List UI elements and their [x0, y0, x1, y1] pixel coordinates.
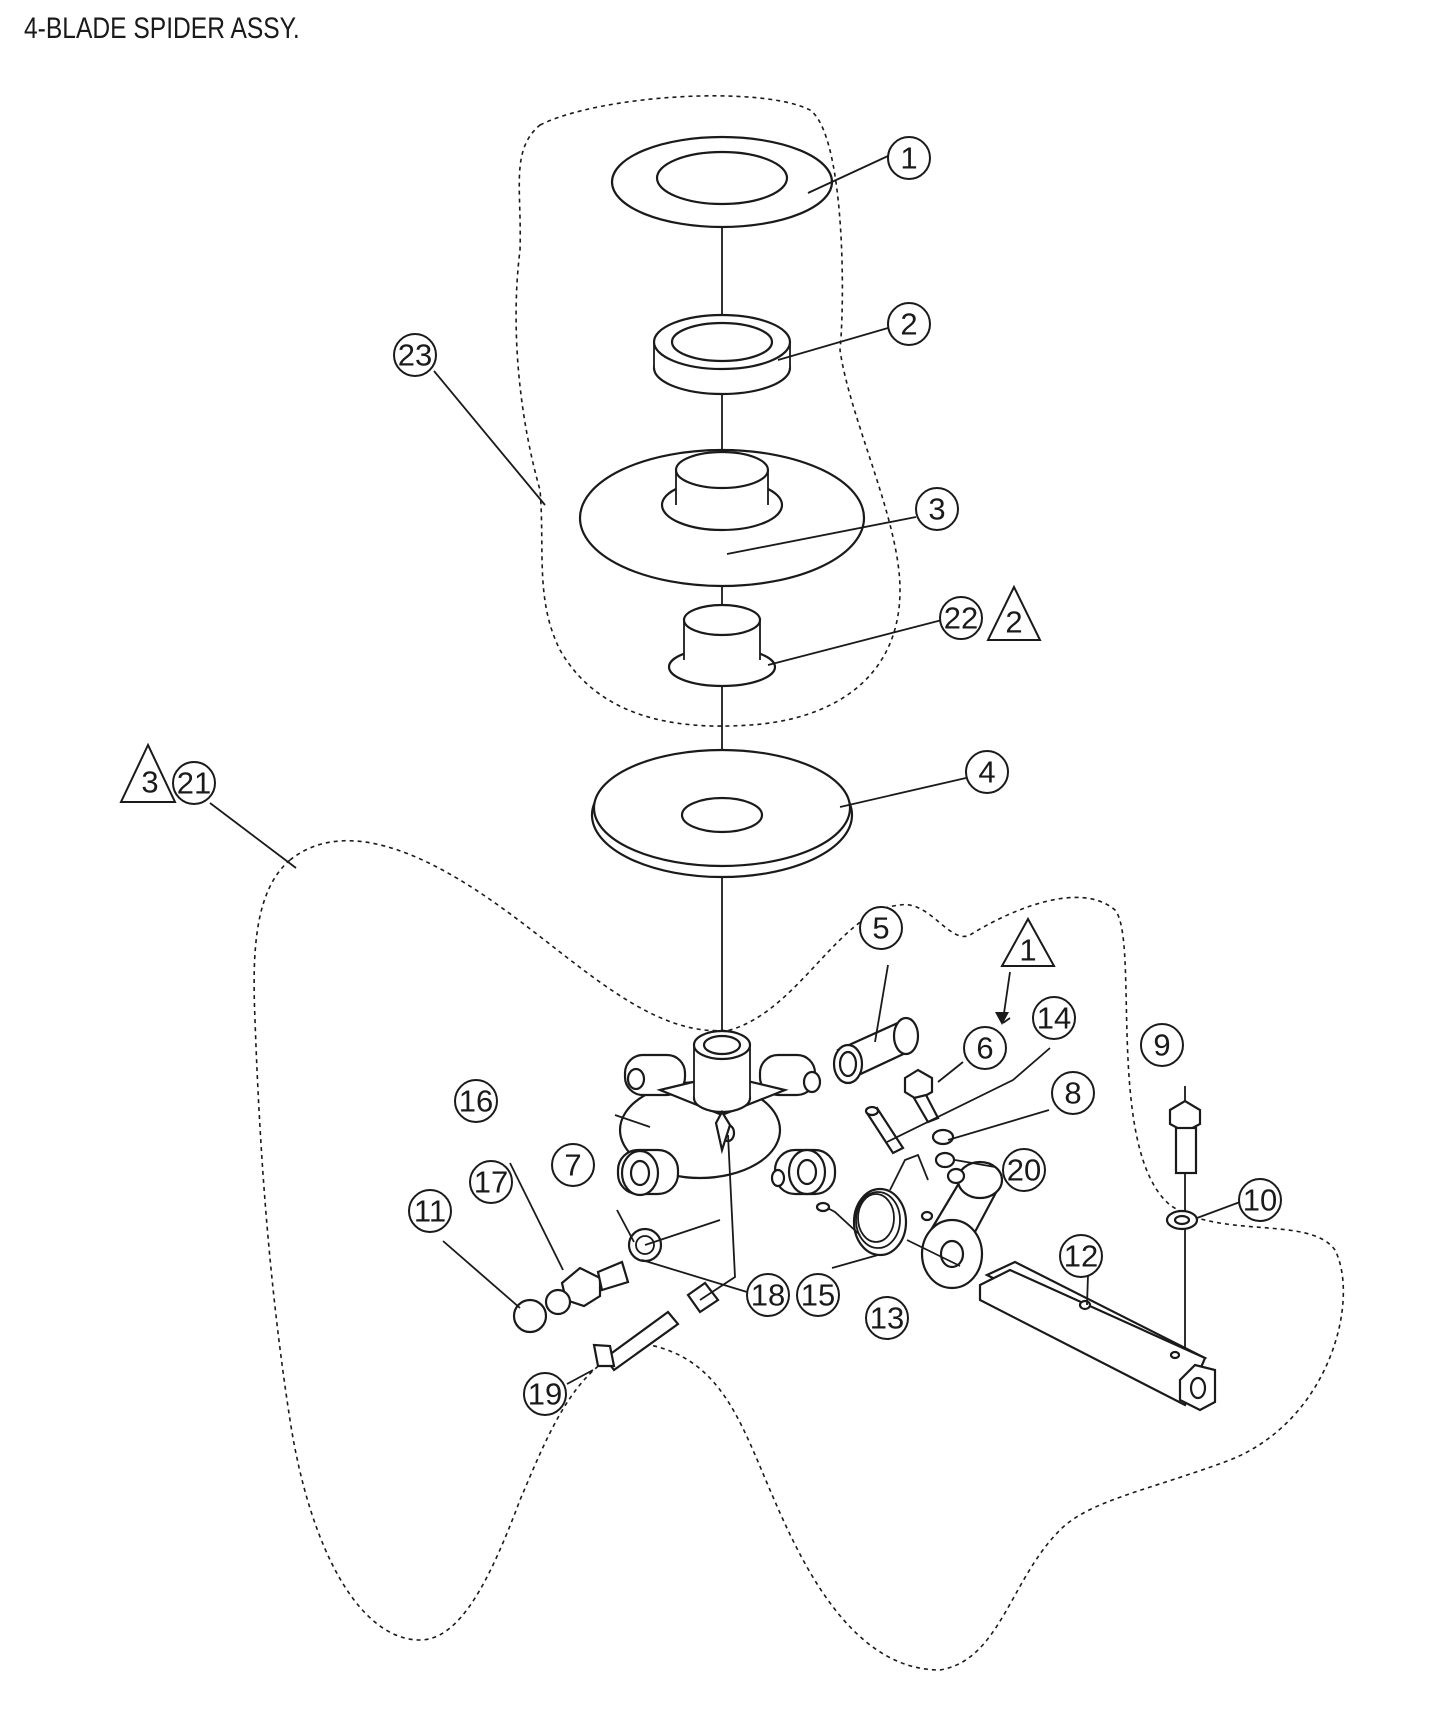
callout-5: 5: [859, 906, 903, 950]
callout-18: 18: [746, 1273, 790, 1317]
svg-text:15: 15: [801, 1278, 835, 1313]
svg-text:9: 9: [1153, 1028, 1170, 1063]
callout-14: 14: [1032, 996, 1076, 1040]
callout-2: 2: [887, 302, 931, 346]
svg-text:22: 22: [944, 601, 978, 636]
svg-text:17: 17: [474, 1165, 508, 1200]
part-flanged-bushing: [667, 603, 777, 688]
callout-12: 12: [1059, 1234, 1103, 1278]
callout-1: 1: [887, 136, 931, 180]
callout-7: 7: [551, 1143, 595, 1187]
svg-text:11: 11: [414, 1194, 446, 1229]
part-hex-shaft: [978, 1260, 1217, 1412]
part-pin: [864, 1105, 905, 1155]
part-bolt-lock-washer: [1165, 1209, 1199, 1231]
part-adjustment-screw: [560, 1260, 630, 1308]
part-washer: [610, 135, 834, 229]
svg-text:5: 5: [872, 911, 889, 946]
svg-text:18: 18: [751, 1278, 785, 1313]
upper-group-outline: [515, 95, 901, 727]
note-triangle-1: 1: [1000, 916, 1056, 968]
callout-17: 17: [469, 1160, 513, 1204]
note-triangle-3: 3: [119, 742, 177, 803]
callout-22: 22: [939, 596, 983, 640]
svg-text:19: 19: [528, 1377, 562, 1412]
svg-text:4: 4: [978, 755, 995, 790]
lower-group-outline: [253, 839, 1345, 1671]
callout-21: 21: [172, 761, 216, 805]
svg-text:2: 2: [1005, 605, 1022, 640]
callout-3: 3: [915, 487, 959, 531]
note-triangle-2: 2: [986, 584, 1042, 641]
svg-text:12: 12: [1064, 1239, 1098, 1274]
svg-text:1: 1: [900, 141, 917, 176]
part-nut: [931, 1128, 955, 1146]
part-cap-screw: [903, 1068, 940, 1124]
part-large-disc: [590, 748, 854, 879]
svg-text:3: 3: [141, 765, 158, 800]
callout-19: 19: [523, 1372, 567, 1416]
callout-6: 6: [963, 1026, 1007, 1070]
callout-9: 9: [1140, 1023, 1184, 1067]
svg-text:2: 2: [900, 307, 917, 342]
svg-text:21: 21: [177, 766, 211, 801]
svg-text:16: 16: [459, 1084, 493, 1119]
svg-text:10: 10: [1243, 1183, 1277, 1218]
leader-lines: [209, 155, 1241, 1385]
svg-text:23: 23: [398, 338, 432, 373]
svg-text:13: 13: [870, 1301, 904, 1336]
callout-23: 23: [393, 333, 437, 377]
svg-text:6: 6: [976, 1031, 993, 1066]
callout-4: 4: [965, 750, 1009, 794]
svg-text:7: 7: [564, 1148, 581, 1183]
part-sleeve: [832, 1016, 920, 1085]
part-arm: [920, 1160, 1004, 1290]
callout-16: 16: [454, 1079, 498, 1123]
callout-11: 11: [408, 1189, 452, 1233]
callout-8: 8: [1051, 1071, 1095, 1115]
part-torsion-spring: [815, 1153, 929, 1257]
svg-text:3: 3: [928, 492, 945, 527]
svg-text:1: 1: [1019, 933, 1036, 968]
part-cap: [512, 1288, 572, 1334]
svg-text:8: 8: [1064, 1076, 1081, 1111]
svg-text:14: 14: [1037, 1001, 1071, 1036]
part-bearing: [652, 313, 792, 396]
part-flanged-disc: [578, 448, 866, 588]
svg-text:20: 20: [1007, 1153, 1041, 1188]
callout-20: 20: [1002, 1148, 1046, 1192]
callout-13: 13: [865, 1296, 909, 1340]
part-lock-washer: [934, 1151, 956, 1169]
part-hex-bolt: [1168, 1099, 1202, 1175]
callout-15: 15: [796, 1273, 840, 1317]
part-spider-hub: [616, 1029, 837, 1197]
part-threaded-stud: [592, 1310, 680, 1372]
page-title: 4-BLADE SPIDER ASSY.: [24, 12, 300, 45]
callout-10: 10: [1238, 1178, 1282, 1222]
